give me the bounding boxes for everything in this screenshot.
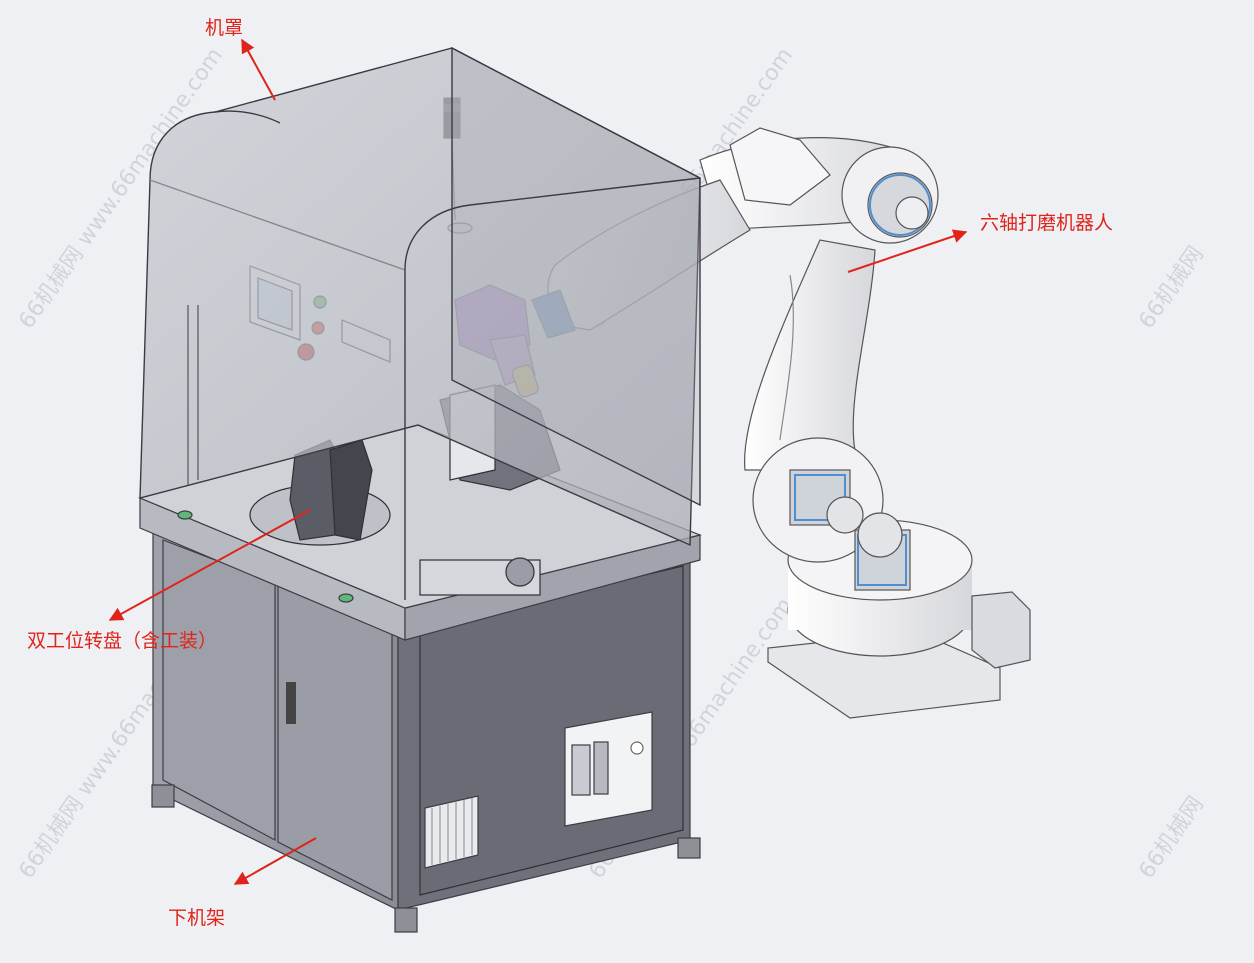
watermark-text: 66机械网 <box>1134 792 1208 883</box>
label-six-axis-robot: 六轴打磨机器人 <box>980 212 1114 234</box>
label-dual-station-turntable: 双工位转盘（含工装） <box>27 630 218 652</box>
annotation-arrows <box>108 38 968 885</box>
robot-arrow <box>847 229 968 273</box>
watermark-text: 66机械网 <box>1134 242 1208 333</box>
cover-arrow <box>241 38 276 101</box>
lower-frame <box>151 527 701 933</box>
safety-cover <box>139 46 701 600</box>
frame-arrow <box>233 837 317 885</box>
label-lower-frame: 下机架 <box>168 907 226 929</box>
turntable-arrow <box>108 509 311 621</box>
label-cover: 机罩 <box>205 17 244 39</box>
